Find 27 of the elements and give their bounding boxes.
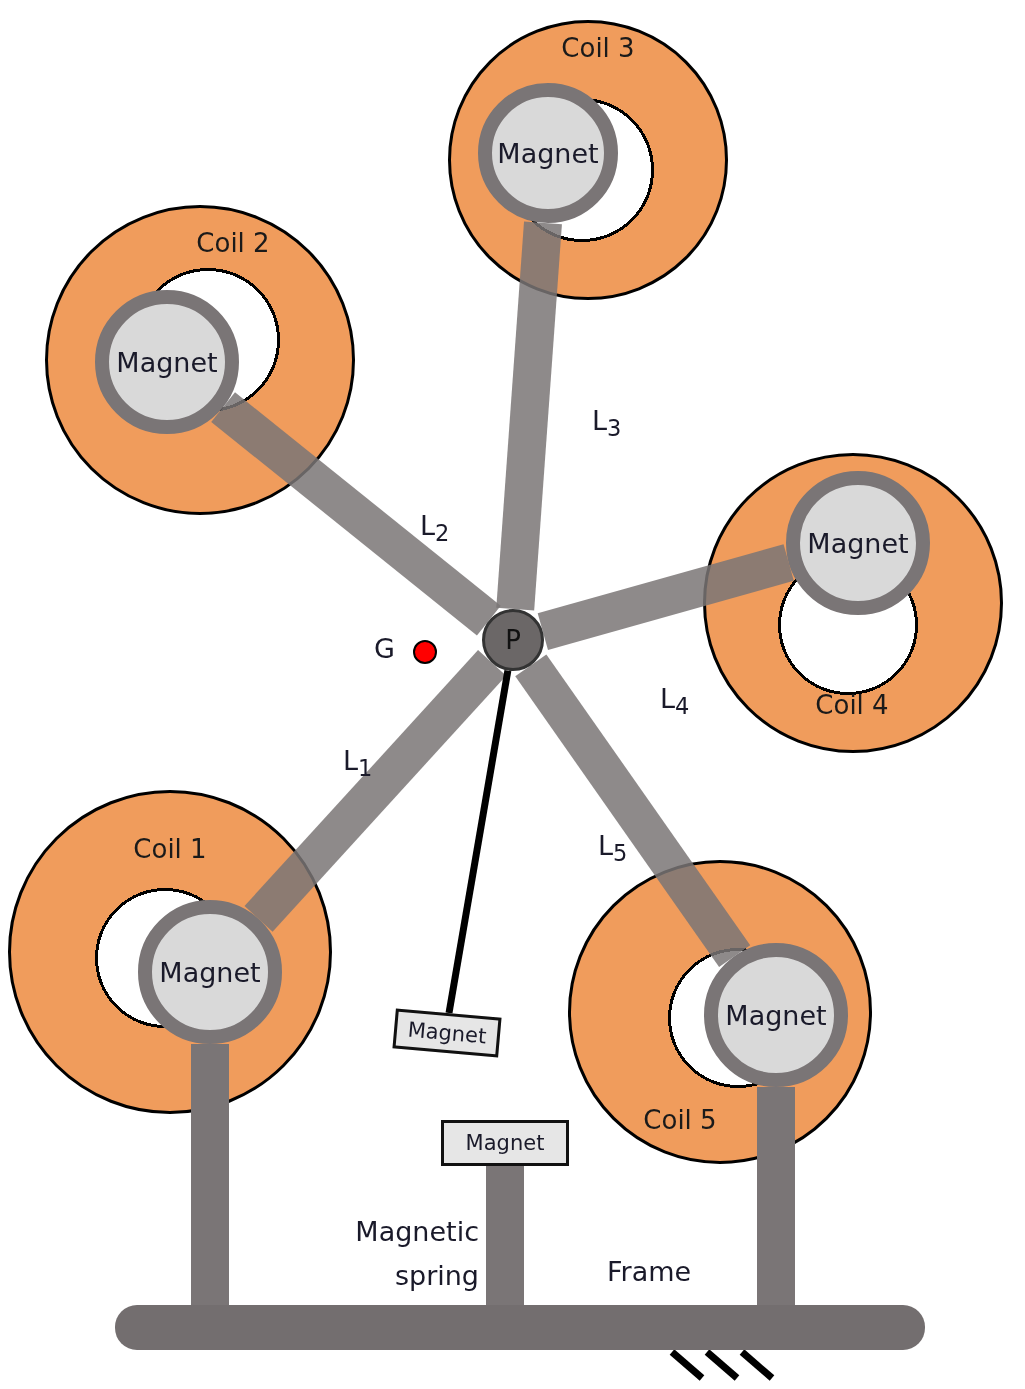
edge-label: L$_{3}$: [592, 405, 622, 442]
frame-bar: [115, 1305, 925, 1350]
magnet-disc: Magnet: [786, 471, 930, 615]
lever-arm: [496, 221, 562, 611]
coil-label: Coil 1: [133, 834, 207, 864]
coil-label: Coil 5: [643, 1105, 717, 1135]
lever-arm: [515, 654, 751, 967]
pendulum-rod: [445, 669, 512, 1014]
magnet-disc: Magnet: [95, 290, 239, 434]
coil-label: Coil 3: [561, 33, 635, 63]
magnet-disc: Magnet: [478, 83, 618, 223]
coil-label: Coil 2: [196, 228, 270, 258]
lever-arm: [211, 392, 501, 636]
edge-label: L$_{1}$: [343, 745, 373, 782]
magnet-block: Magnet: [441, 1120, 569, 1166]
lever-arm: [537, 544, 794, 650]
lever-arm: [244, 650, 507, 932]
coil-label: Coil 4: [815, 690, 889, 720]
magnet-disc: Magnet: [704, 943, 848, 1087]
part-label: Frame: [607, 1256, 692, 1287]
part-label: Magnetic spring: [354, 1215, 479, 1293]
edge-label: L$_{4}$: [660, 683, 690, 720]
point-label: G: [374, 633, 395, 664]
edge-label: L$_{2}$: [420, 510, 450, 547]
edge-label: L$_{5}$: [598, 830, 628, 867]
magnet-disc: Magnet: [138, 900, 282, 1044]
magnet-block: Magnet: [392, 1008, 502, 1058]
